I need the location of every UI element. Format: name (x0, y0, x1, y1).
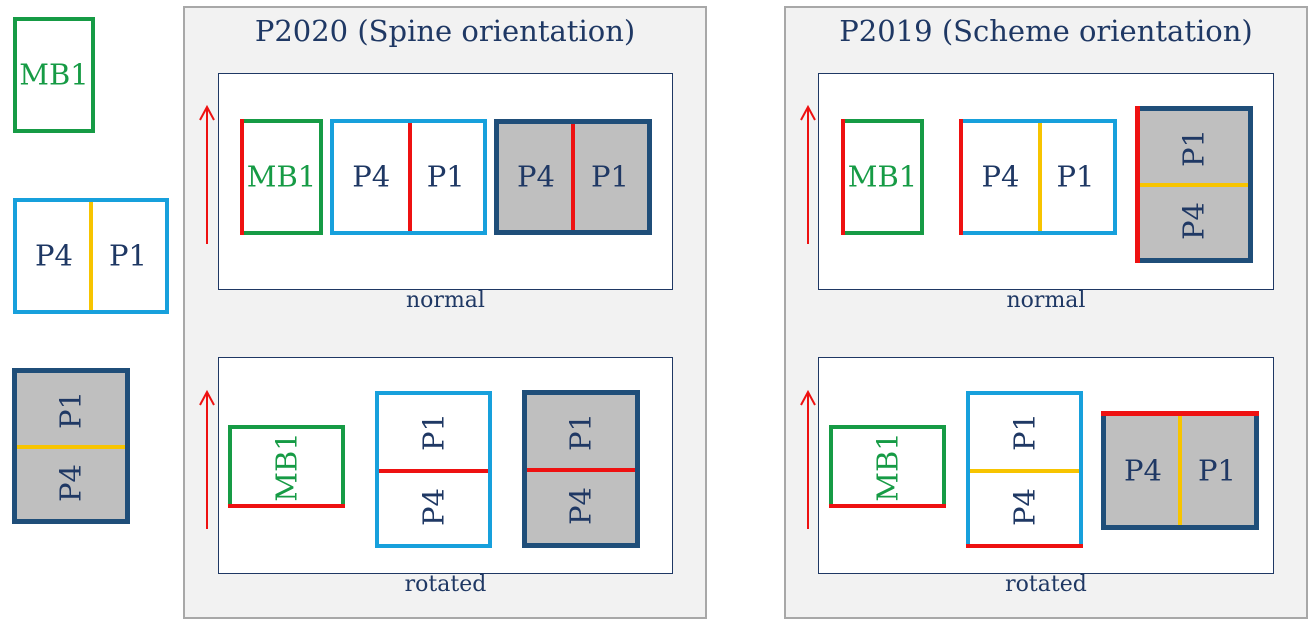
p2020-normal-cover: P4 P1 (494, 119, 652, 235)
p2019-rotated-spread-p4: P4 (1007, 487, 1041, 526)
legend-cover-fold (17, 445, 125, 449)
p2019-normal-cover-fold (1140, 183, 1248, 187)
p2020-normal-mb1-label: MB1 (246, 159, 317, 194)
p2020-rotated-mb1-label: MB1 (269, 431, 303, 502)
p2020-rotated-spread-p1: P1 (416, 413, 450, 452)
p2019-normal-cover-p4: P4 (1176, 202, 1211, 241)
p2019-normal-cover-spine (1135, 106, 1140, 263)
p2020-rotated-spread-p4: P4 (416, 487, 450, 526)
p2019-rotated-mb1-label: MB1 (870, 431, 904, 502)
p2020-rotated-mb1: MB1 (228, 425, 345, 508)
panel-p2019-title: P2019 (Scheme orientation) (839, 14, 1253, 48)
p2019-rotated-spread: P1 P4 (966, 391, 1083, 548)
p2019-rotated-up-arrow-icon (800, 389, 816, 529)
p2020-rotated-caption: rotated (404, 572, 487, 597)
p2019-rotated-cover: P4 P1 (1101, 411, 1259, 530)
p2019-rotated-mb1-spine (829, 504, 946, 508)
p2019-rotated-spread-p1: P1 (1007, 413, 1041, 452)
p2020-normal-up-arrow-icon (199, 104, 215, 244)
p2020-rotated-cover: P1 P4 (522, 390, 640, 548)
p2020-normal-cover-spine (571, 124, 575, 230)
p2019-normal-spread-spine (959, 119, 963, 235)
p2019-rotated-spread-spine (966, 544, 1083, 548)
legend-spread-box: P4 P1 (13, 198, 169, 314)
p2019-normal-caption: normal (1006, 288, 1086, 313)
legend-mb1-label: MB1 (19, 57, 89, 92)
p2019-rotated-caption: rotated (1005, 572, 1087, 597)
p2020-rotated-spread-spine (379, 469, 488, 473)
p2020-normal-cover-p4: P4 (517, 159, 555, 194)
p2020-rotated-up-arrow-icon (199, 389, 215, 529)
panel-p2020-title: P2020 (Spine orientation) (254, 14, 636, 48)
p2019-normal-mb1-label: MB1 (847, 159, 918, 194)
p2020-rotated-spread: P1 P4 (375, 391, 492, 548)
p2020-rotated-cover-p4: P4 (563, 487, 598, 525)
p2019-normal-up-arrow-icon (800, 104, 816, 244)
p2019-rotated-cover-p4: P4 (1124, 453, 1162, 487)
legend-spread-p4: P4 (35, 238, 73, 273)
legend-spread-p1: P1 (109, 238, 147, 273)
p2020-rotated-mb1-spine (228, 504, 345, 508)
p2019-rotated-spread-fold (970, 469, 1079, 473)
p2020-rotated-cover-p1: P1 (563, 413, 598, 451)
p2019-normal-cover-p1: P1 (1176, 128, 1211, 167)
p2020-normal-mb1: MB1 (240, 119, 323, 235)
p2020-normal-caption: normal (406, 288, 485, 313)
p2019-normal-mb1: MB1 (841, 119, 924, 235)
p2019-rotated-cover-p1: P1 (1198, 453, 1236, 487)
p2019-normal-spread-fold (1038, 123, 1042, 231)
p2020-normal-cover-p1: P1 (591, 159, 629, 194)
p2020-normal-spread: P4 P1 (330, 119, 487, 235)
p2019-normal-spread-p1: P1 (1056, 159, 1095, 194)
legend-mb1-box: MB1 (13, 17, 95, 133)
p2019-rotated-cover-fold (1178, 416, 1182, 525)
p2019-rotated-mb1: MB1 (829, 425, 946, 508)
p2019-normal-mb1-spine (841, 119, 845, 235)
p2020-normal-spread-p1: P1 (426, 159, 465, 194)
p2019-normal-spread-p4: P4 (981, 159, 1020, 194)
legend-cover-p4: P4 (53, 463, 88, 502)
legend-spread-fold (89, 202, 93, 310)
p2020-normal-spread-spine (408, 123, 412, 231)
p2019-rotated-cover-spine (1101, 411, 1259, 416)
p2019-normal-cover: P1 P4 (1135, 106, 1253, 263)
p2020-rotated-cover-spine (527, 468, 635, 472)
legend-cover-p1: P1 (53, 390, 88, 429)
legend-cover-box: P1 P4 (12, 368, 130, 524)
p2019-normal-spread: P4 P1 (959, 119, 1117, 235)
p2020-normal-mb1-spine (240, 119, 244, 235)
p2020-normal-spread-p4: P4 (352, 159, 391, 194)
